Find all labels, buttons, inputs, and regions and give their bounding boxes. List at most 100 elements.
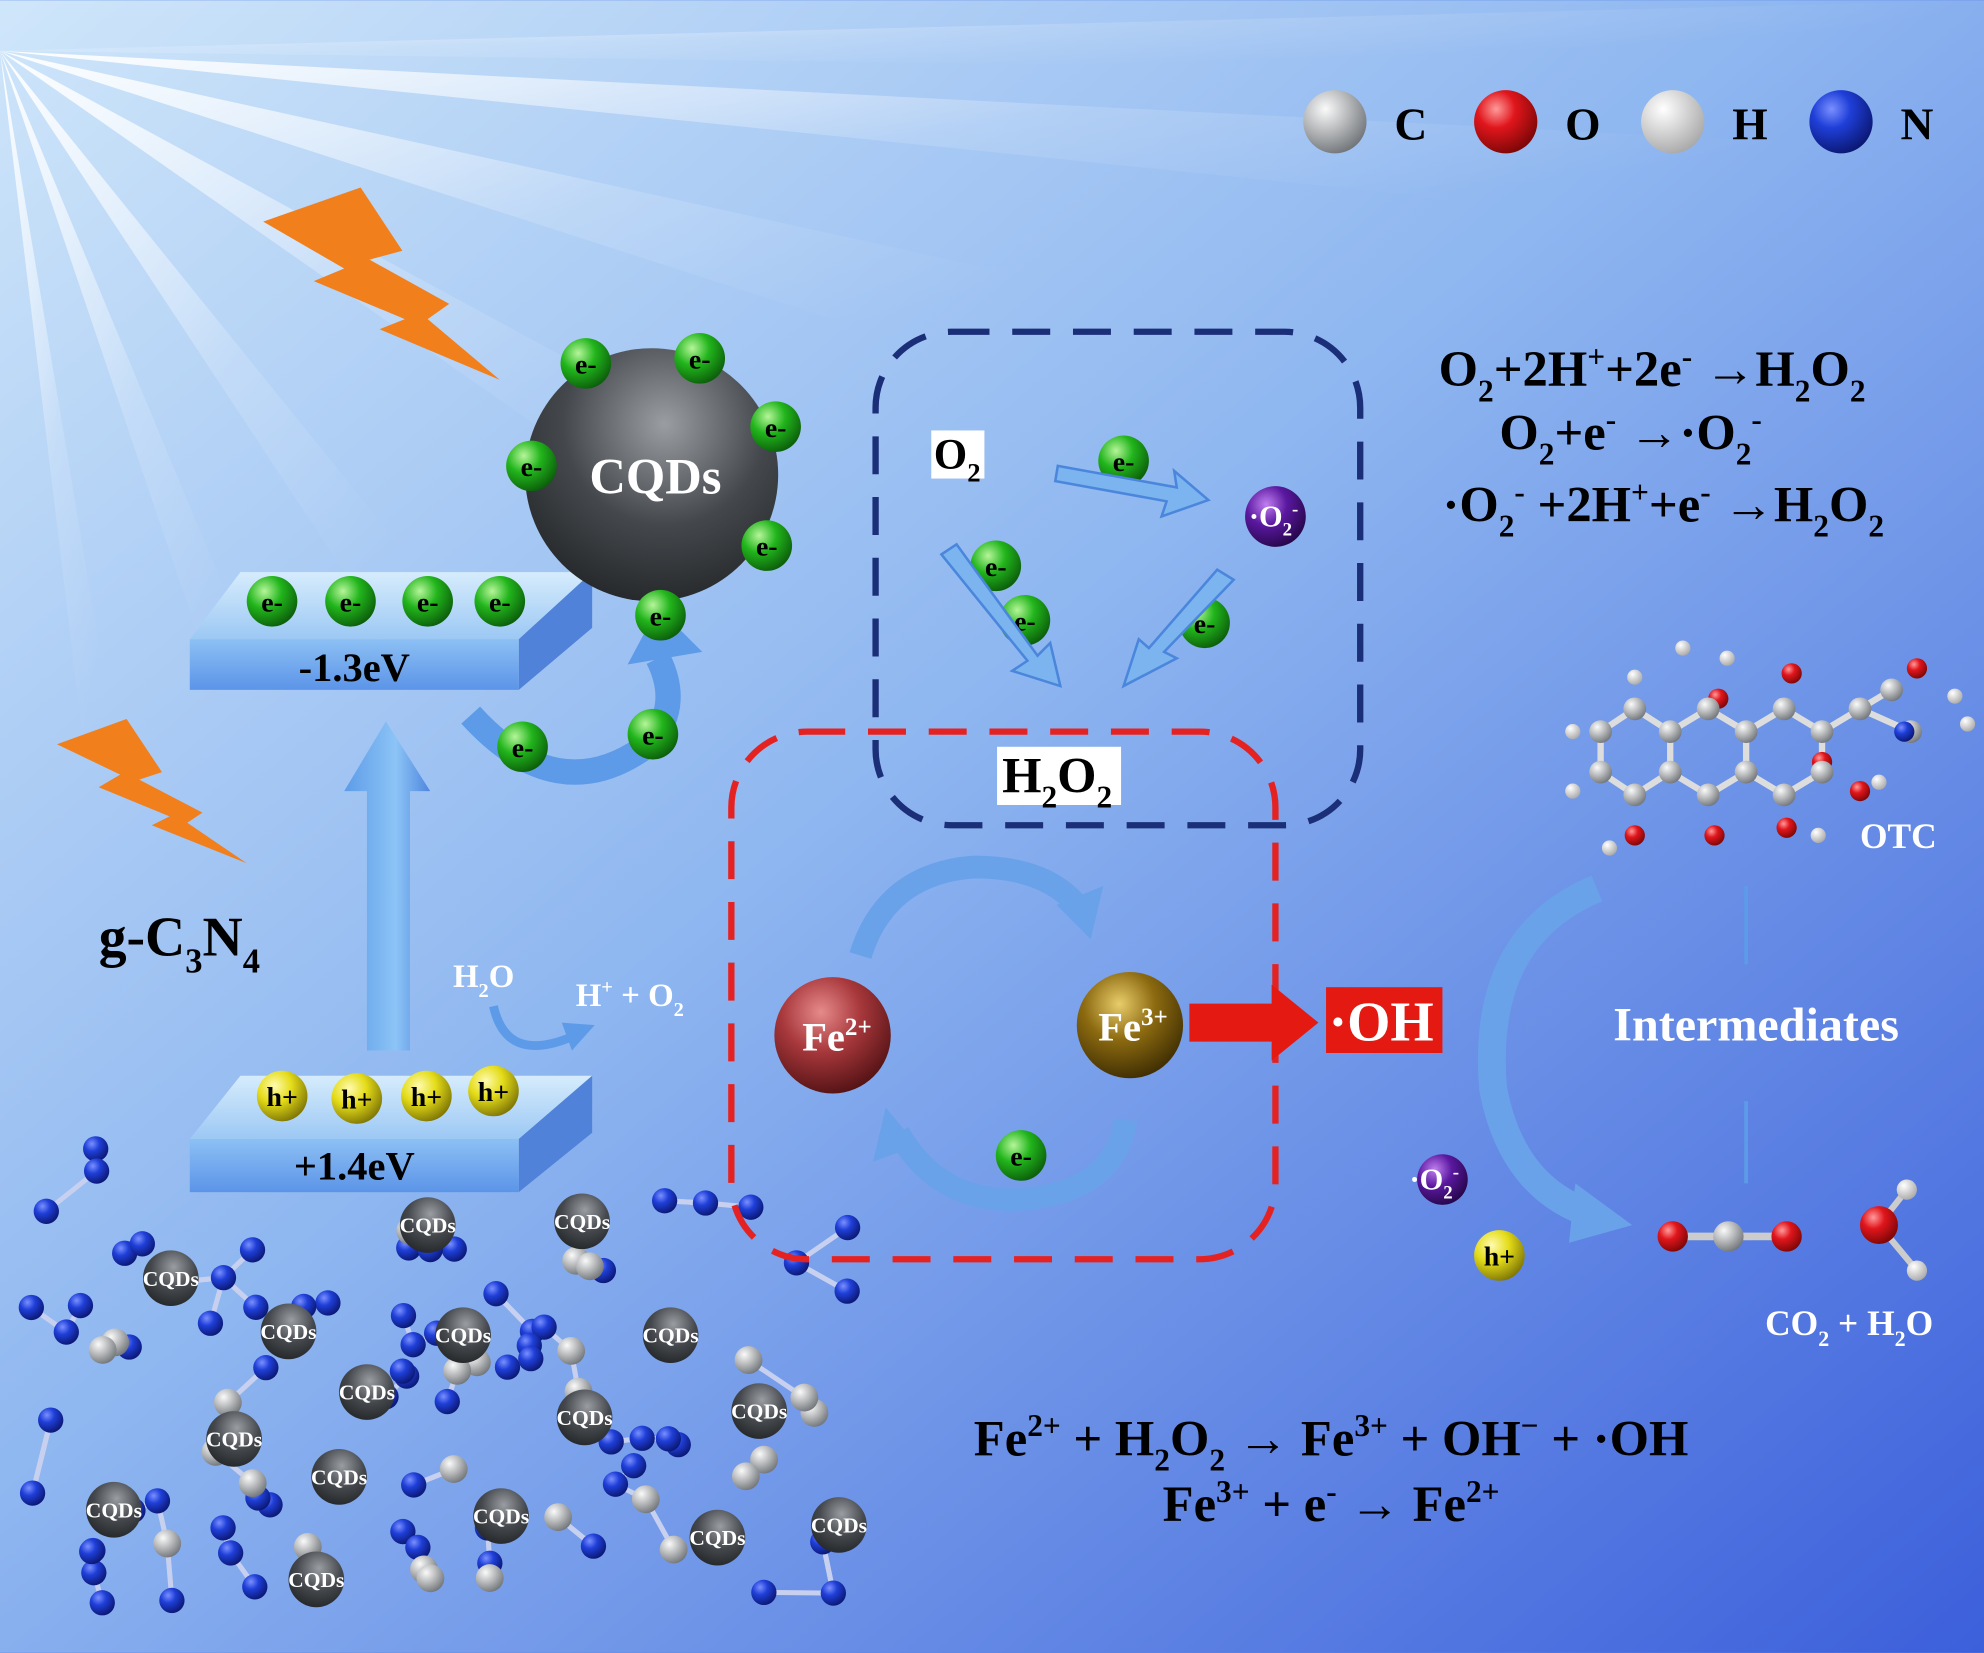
carbon-atom [416,1564,445,1593]
text-segment: +2H [1494,341,1588,397]
oxygen-atom [1624,825,1645,846]
text-segment: O [934,431,967,478]
carbon-atom [1734,760,1758,784]
text-segment: - [1326,1474,1336,1509]
legend-label: C [1394,98,1427,149]
text-segment: 2 [674,999,684,1021]
mineralization-arrow [1477,875,1603,1229]
text-segment: - [1453,1162,1459,1183]
electron-sphere [750,401,801,452]
otc-molecule [1565,640,1976,856]
nitrogen-atom [629,1425,655,1451]
electron-label: e- [575,350,597,381]
text-segment: - [1700,474,1710,509]
carbon-atom [734,1346,763,1375]
cqd-particle [86,1481,142,1538]
text-segment: 3+ [1216,1474,1250,1509]
electron: e- [246,575,298,627]
text-segment: +e [1554,404,1605,460]
electron: e- [635,589,686,641]
superoxide-sphere [1245,486,1306,547]
electron-label: e- [521,452,543,483]
carbon-atom [1696,783,1720,807]
fe3-sphere [1076,972,1184,1079]
carbon-atom [475,1564,504,1592]
oxygen-atom [1849,780,1871,802]
text-segment: - [1682,339,1692,374]
text-segment: + [601,977,613,999]
hydrogen-atom [1565,783,1581,799]
superoxide-label: ·O2- [1410,1162,1459,1204]
nitrogen-atom [144,1488,171,1514]
nitrogen-atom [210,1264,237,1291]
text-segment: 2 [1097,780,1113,815]
nitrogen-atom [820,1580,846,1606]
cqd-particle [811,1497,867,1553]
text-segment: O [1829,477,1868,533]
nitrogen-atom [38,1407,64,1433]
legend-label: H [1732,98,1767,149]
text-segment: + O [613,978,674,1014]
legend-atom-c-icon [1303,90,1367,154]
fe2-sphere [774,977,891,1094]
carbon-atom [443,1356,472,1385]
cqd-particle-label: CQDs [811,1514,867,1538]
text-segment: +2H [1525,477,1631,533]
carbon-atom [731,1462,760,1491]
text-segment: 2 [1041,780,1057,815]
carbon-atom [1696,697,1720,721]
hole-sphere [401,1070,452,1122]
electron-label: e- [765,413,787,444]
legend-atom-n-icon [1809,90,1873,154]
carbon-atom [790,1383,819,1412]
text-segment: Fe [974,1410,1027,1466]
cqd-particle [435,1307,491,1363]
text-segment: Fe [802,1014,845,1059]
superoxide-sphere [1417,1154,1468,1205]
text-segment: − [1521,1408,1539,1443]
oh-radical-label: ·OH [1329,991,1434,1053]
electron-sphere [635,589,686,641]
electron: e- [750,401,801,452]
nitrogen-atom [531,1314,557,1340]
nitrogen-atom [518,1345,544,1372]
electron-sphere [325,575,376,627]
oh-radical-box [1326,987,1443,1053]
carbon-atom [1589,720,1612,743]
nitrogen-atom [401,1472,427,1498]
cqd-particle [260,1303,317,1360]
electron-sphere [402,575,453,627]
carbon-atom [1772,783,1796,807]
hydrogen-atom [1601,840,1618,856]
fe2-label: Fe2+ [802,1014,872,1059]
cqd-particle-label: CQDs [554,1210,610,1234]
hole-sphere [331,1073,383,1124]
electron-sphere [995,1130,1047,1181]
text-segment: O [1439,341,1478,397]
electron-label: e- [261,587,283,618]
h2o2-label-bg [997,746,1122,805]
text-segment: + OH [1388,1410,1521,1466]
nitrogen-atom [738,1194,764,1220]
text-segment: 2 [1209,1443,1225,1478]
electron-sphere [246,575,298,627]
nitrogen-atom [210,1515,236,1541]
carbon-atom [1880,678,1904,702]
nitrogen-atom [602,1471,629,1497]
text-segment: 4 [243,942,260,980]
carbon-atom [557,1336,586,1365]
hydrogen-atom [1906,1260,1928,1281]
cqd-particle [142,1250,199,1307]
text-segment: 2+ [845,1014,872,1041]
electron: e- [560,338,612,389]
nitrogen-atom [390,1518,416,1545]
electron-sphere [674,333,726,384]
carbon-atom [1734,720,1758,743]
carbon-atom [88,1336,117,1364]
nitrogen-atom [651,1188,678,1214]
text-segment: + [1631,474,1649,509]
nitrogen-atom [83,1158,110,1184]
cqd-particle-label: CQDs [260,1320,316,1344]
cqd-particle-label: CQDs [400,1214,456,1238]
nitrogen-atom [580,1533,607,1559]
